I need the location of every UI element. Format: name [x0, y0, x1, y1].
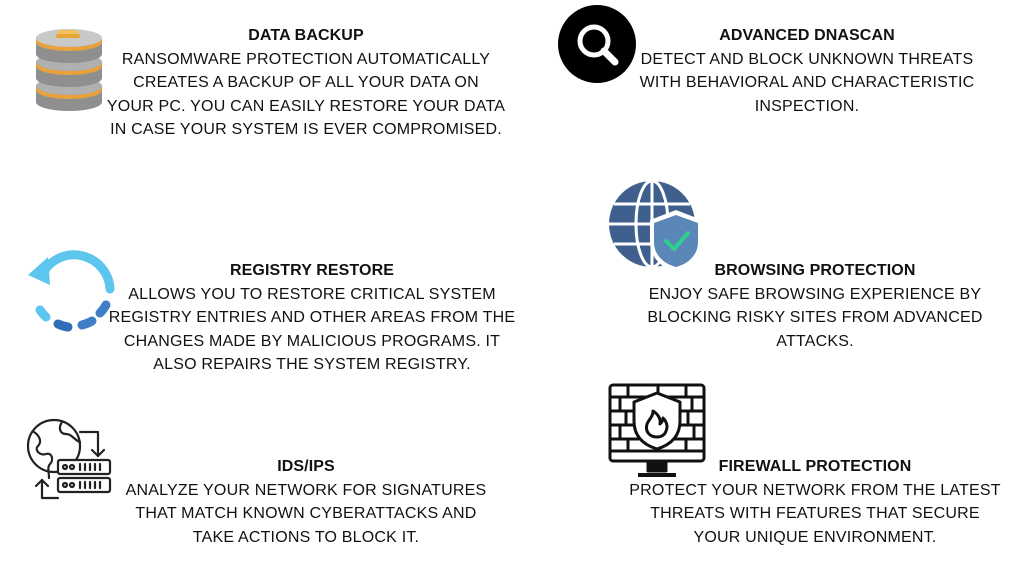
- search-icon: [558, 5, 636, 83]
- feature-desc-line: WITH BEHAVIORAL AND CHARACTERISTIC: [639, 74, 975, 91]
- feature-desc-line: THREATS WITH FEATURES THAT SECURE: [650, 505, 980, 522]
- feature-desc-line: DETECT AND BLOCK UNKNOWN THREATS: [640, 50, 974, 68]
- feature-desc-line: YOUR UNIQUE ENVIRONMENT.: [693, 528, 937, 546]
- feature-title: BROWSING PROTECTION: [714, 262, 916, 279]
- feature-desc-line: YOUR PC. YOU CAN EASILY RESTORE YOUR DAT…: [106, 97, 506, 115]
- feature-desc-line: RANSOMWARE PROTECTION AUTOMATICALLY: [121, 50, 491, 68]
- feature-desc-line: TAKE ACTIONS TO BLOCK IT.: [192, 528, 420, 546]
- feature-text-ids-ips: IDS/IPS ANALYZE YOUR NETWORK FOR SIGNATU…: [106, 455, 506, 549]
- feature-desc-line: ALLOWS YOU TO RESTORE CRITICAL SYSTEM: [128, 285, 496, 303]
- feature-title: IDS/IPS: [277, 458, 335, 475]
- feature-title: FIREWALL PROTECTION: [718, 458, 912, 475]
- feature-text-registry-restore: REGISTRY RESTORE ALLOWS YOU TO RESTORE C…: [106, 259, 518, 377]
- feature-text-browsing-protection: BROWSING PROTECTION ENJOY SAFE BROWSING …: [626, 259, 1004, 353]
- network-servers-icon: [24, 418, 114, 504]
- feature-title: REGISTRY RESTORE: [229, 262, 394, 279]
- feature-desc-line: INSPECTION.: [754, 97, 860, 115]
- feature-desc-line: ANALYZE YOUR NETWORK FOR SIGNATURES: [125, 481, 487, 499]
- feature-desc-line: ALSO REPAIRS THE SYSTEM REGISTRY.: [153, 356, 471, 373]
- feature-desc-line: CHANGES MADE BY MALICIOUS PROGRAMS. IT: [123, 332, 501, 350]
- feature-title: DATA BACKUP: [248, 27, 364, 44]
- feature-desc-line: ENJOY SAFE BROWSING EXPERIENCE BY: [648, 285, 982, 303]
- globe-shield-icon: [608, 179, 704, 272]
- feature-desc-line: PROTECT YOUR NETWORK FROM THE LATEST: [629, 481, 1001, 499]
- feature-desc-line: CREATES A BACKUP OF ALL YOUR DATA ON: [133, 74, 479, 91]
- feature-desc-line: ATTACKS.: [776, 332, 854, 350]
- firewall-monitor-icon: [608, 383, 706, 479]
- refresh-cycle-icon: [24, 243, 116, 335]
- feature-text-data-backup: DATA BACKUP RANSOMWARE PROTECTION AUTOMA…: [100, 24, 512, 142]
- feature-desc-line: THAT MATCH KNOWN CYBERATTACKS AND: [135, 505, 477, 522]
- database-icon: [33, 22, 105, 112]
- feature-desc-line: REGISTRY ENTRIES AND OTHER AREAS FROM TH…: [108, 309, 516, 326]
- feature-title: ADVANCED DNASCAN: [719, 27, 895, 44]
- feature-desc-line: BLOCKING RISKY SITES FROM ADVANCED: [647, 309, 983, 326]
- feature-text-firewall-protection: FIREWALL PROTECTION PROTECT YOUR NETWORK…: [626, 455, 1004, 549]
- feature-desc-line: IN CASE YOUR SYSTEM IS EVER COMPROMISED.: [110, 121, 502, 138]
- feature-text-advanced-dnascan: ADVANCED DNASCAN DETECT AND BLOCK UNKNOW…: [620, 24, 994, 118]
